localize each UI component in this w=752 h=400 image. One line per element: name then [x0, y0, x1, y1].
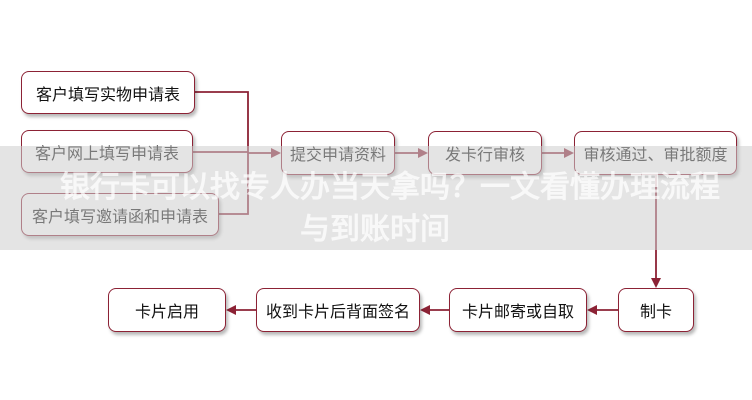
watermark-text-line1: 银行卡可以找专人办当天拿吗？一文看懂办理流程 — [60, 170, 720, 205]
step-mail-or-pickup: 卡片邮寄或自取 — [449, 288, 587, 332]
connector-b1-bracket — [195, 91, 249, 153]
watermark-text-line2: 与到账时间 — [300, 212, 450, 247]
step-paper-application: 客户填写实物申请表 — [21, 71, 195, 114]
step-make-card: 制卡 — [618, 288, 694, 332]
step-label: 客户网上填写申请表 — [34, 143, 179, 163]
step-activate-card: 卡片启用 — [108, 288, 226, 332]
step-label: 收到卡片后背面签名 — [265, 302, 410, 321]
step-label: 卡片邮寄或自取 — [461, 302, 574, 321]
step-label: 制卡 — [639, 302, 672, 321]
step-label: 卡片启用 — [134, 302, 199, 321]
step-label: 客户填写邀请函和申请表 — [31, 206, 208, 226]
step-sign-back: 收到卡片后背面签名 — [256, 288, 420, 332]
step-label: 客户填写实物申请表 — [35, 84, 180, 104]
